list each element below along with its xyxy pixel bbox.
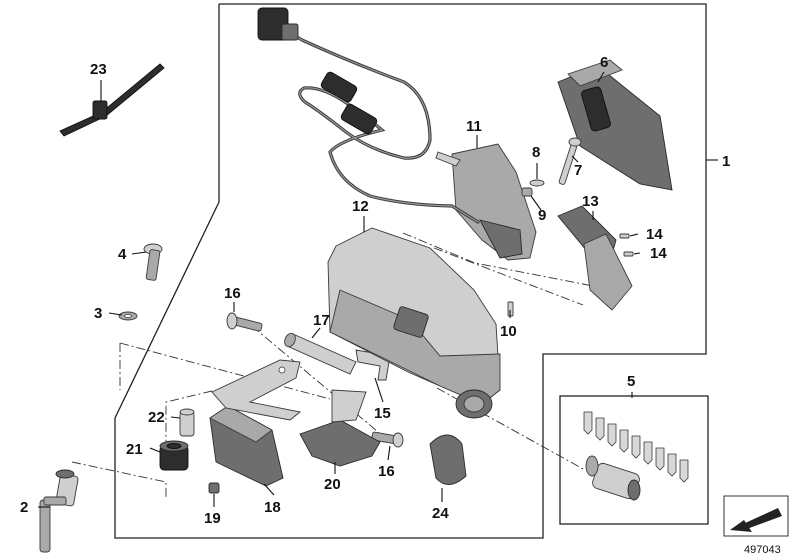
- part-9-nut: [521, 187, 533, 197]
- part-8-washer: [529, 179, 545, 187]
- callout-15: 15: [374, 405, 391, 422]
- part-16-bolt-lower: [371, 431, 404, 448]
- part-20-holder: [299, 389, 381, 467]
- callout-16b: 16: [378, 463, 395, 480]
- leader-lines: [38, 71, 718, 508]
- callout-7: 7: [574, 162, 582, 179]
- callout-14b: 14: [650, 245, 667, 262]
- callout-12: 12: [352, 198, 369, 215]
- callout-20: 20: [324, 476, 341, 493]
- callout-10: 10: [500, 323, 517, 340]
- part-19-cap: [208, 482, 220, 494]
- callout-19: 19: [204, 510, 221, 527]
- callout-5: 5: [627, 373, 635, 390]
- callout-21: 21: [126, 441, 143, 458]
- callout-18: 18: [264, 499, 281, 516]
- reference-number: 497043: [744, 544, 781, 556]
- part-13-bracket: [557, 205, 633, 311]
- part-5-lock-cylinder: [585, 455, 641, 501]
- part-11-mount: [435, 143, 537, 261]
- callout-13: 13: [582, 193, 599, 210]
- part-2-socket: [39, 469, 79, 553]
- callout-23: 23: [90, 61, 107, 78]
- callout-24: 24: [432, 505, 449, 522]
- alignment-lines: [71, 232, 599, 498]
- callout-11: 11: [466, 118, 482, 135]
- part-6-plate: [557, 59, 673, 191]
- part-7-screw: [558, 137, 582, 185]
- kit-5-frame: [559, 395, 709, 525]
- callout-22: 22: [148, 409, 165, 426]
- part-24-cap: [429, 434, 467, 485]
- part-21-grommet: [159, 440, 189, 471]
- reference-logo: [723, 495, 789, 537]
- part-23-cable-tie: [59, 63, 165, 137]
- part-14-screw-b: [623, 251, 634, 257]
- part-22-sleeve: [179, 408, 195, 437]
- part-5-key-blanks: [583, 411, 689, 483]
- callout-1: 1: [722, 153, 730, 170]
- part-16-bolt-upper: [226, 312, 263, 332]
- callout-9: 9: [538, 207, 546, 224]
- mounting-bracket: [211, 359, 302, 421]
- callout-16a: 16: [224, 285, 241, 302]
- callout-8: 8: [532, 144, 540, 161]
- part-14-screw-a: [619, 233, 630, 239]
- callout-17: 17: [313, 312, 330, 329]
- callout-3: 3: [94, 305, 102, 322]
- part-3-washer: [118, 311, 138, 321]
- part-12-housing: [327, 227, 501, 419]
- callout-2: 2: [20, 499, 28, 516]
- callout-14a: 14: [646, 226, 663, 243]
- part-4-screw: [143, 243, 163, 281]
- callout-6: 6: [600, 54, 608, 71]
- cable-harness: [257, 7, 480, 224]
- kit-1-frame: [114, 3, 707, 539]
- part-17-shaft: [284, 332, 357, 375]
- callout-4: 4: [118, 246, 127, 263]
- part-18-cover: [209, 405, 284, 487]
- callout-labels: 1 2 3 4 5 6 7 8 9 10 11 12 13 14 14 15 1…: [20, 54, 781, 556]
